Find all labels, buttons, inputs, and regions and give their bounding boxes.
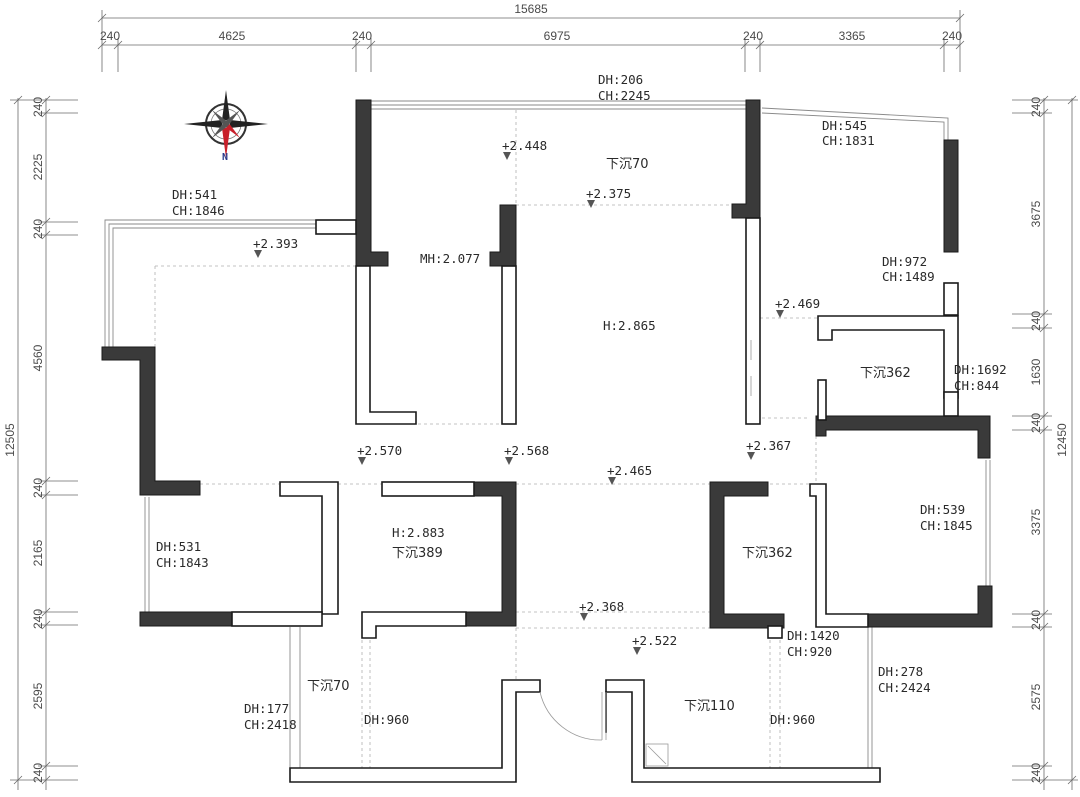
elevation-marker: +2.469 bbox=[775, 296, 820, 318]
elevation-marker: +2.448 bbox=[502, 138, 547, 160]
sunken-label-room: 下沉389 bbox=[392, 546, 443, 561]
ceiling-heights: H:2.865 H:2.883 bbox=[392, 318, 656, 540]
ceiling-height-living: H:2.865 bbox=[603, 318, 656, 333]
elevation-marker: +2.393 bbox=[253, 236, 298, 258]
dim-right-seg-2: 3675 bbox=[1029, 200, 1043, 227]
svg-text:+2.375: +2.375 bbox=[586, 186, 631, 201]
opening-ch-844: CH:844 bbox=[954, 378, 999, 393]
opening-ch-2245: CH:2245 bbox=[598, 88, 651, 103]
elevation-marker: +2.522 bbox=[632, 633, 677, 655]
right-dimensions: 12450 240 3675 240 1630 240 3375 240 257… bbox=[1012, 95, 1078, 790]
opening-dh-1692: DH:1692 bbox=[954, 362, 1007, 377]
sunken-labels: 下沉70 下沉362 下沉389 下沉362 下沉70 下沉110 bbox=[307, 157, 911, 714]
dim-top-seg-1: 240 bbox=[100, 29, 120, 43]
opening-ch-1845: CH:1845 bbox=[920, 518, 973, 533]
opening-ch-1843: CH:1843 bbox=[156, 555, 209, 570]
dim-left-seg-7: 240 bbox=[31, 609, 45, 629]
opening-labels: DH:206 CH:2245 DH:545 CH:1831 DH:541 CH:… bbox=[156, 72, 1007, 732]
dim-right-seg-9: 240 bbox=[1029, 763, 1043, 783]
dim-right-seg-8: 2575 bbox=[1029, 683, 1043, 710]
svg-text:+2.393: +2.393 bbox=[253, 236, 298, 251]
opening-ch-1846: CH:1846 bbox=[172, 203, 225, 218]
opening-dh-206: DH:206 bbox=[598, 72, 643, 87]
dim-right-seg-4: 1630 bbox=[1029, 358, 1043, 385]
opening-dh-972: DH:972 bbox=[882, 254, 927, 269]
sunken-label-bottom-kitchen: 下沉110 bbox=[684, 699, 735, 714]
dim-right-seg-5: 240 bbox=[1029, 413, 1043, 433]
elevation-marker: +2.568 bbox=[504, 443, 549, 465]
opening-ch-920: CH:920 bbox=[787, 644, 832, 659]
dim-left-seg-4: 4560 bbox=[31, 344, 45, 371]
opening-dh-545: DH:545 bbox=[822, 118, 867, 133]
sunken-label-top-balcony: 下沉70 bbox=[606, 157, 649, 172]
elevation-marker: +2.465 bbox=[607, 463, 652, 485]
opening-dh-541: DH:541 bbox=[172, 187, 217, 202]
door-swings bbox=[539, 340, 752, 767]
dim-top-seg-3: 240 bbox=[352, 29, 372, 43]
dim-top-seg-4: 6975 bbox=[544, 29, 571, 43]
opening-dh-177: DH:177 bbox=[244, 701, 289, 716]
dim-top-seg-7: 240 bbox=[942, 29, 962, 43]
dim-top-seg-5: 240 bbox=[743, 29, 763, 43]
ceiling-height-room: H:2.883 bbox=[392, 525, 445, 540]
sunken-label-mid-bath: 下沉362 bbox=[742, 546, 793, 561]
compass-north-label: N bbox=[222, 152, 228, 163]
dim-right-seg-7: 240 bbox=[1029, 610, 1043, 630]
dim-left-seg-8: 2595 bbox=[31, 682, 45, 709]
door-height-right: DH:960 bbox=[770, 712, 815, 727]
dim-left-seg-6: 2165 bbox=[31, 539, 45, 566]
dim-right-seg-1: 240 bbox=[1029, 97, 1043, 117]
opening-dh-539: DH:539 bbox=[920, 502, 965, 517]
dim-left-seg-9: 240 bbox=[31, 763, 45, 783]
opening-ch-1489: CH:1489 bbox=[882, 269, 935, 284]
svg-text:+2.465: +2.465 bbox=[607, 463, 652, 478]
opening-dh-1420: DH:1420 bbox=[787, 628, 840, 643]
sunken-label-bottom-left: 下沉70 bbox=[307, 679, 350, 694]
elevation-marker: +2.375 bbox=[586, 186, 631, 208]
opening-ch-2424: CH:2424 bbox=[878, 680, 931, 695]
opening-ch-2418: CH:2418 bbox=[244, 717, 297, 732]
svg-text:+2.522: +2.522 bbox=[632, 633, 677, 648]
structural-walls bbox=[101, 99, 993, 629]
dashed-lines bbox=[154, 110, 820, 768]
dim-right-total: 12450 bbox=[1055, 423, 1069, 457]
svg-text:+2.469: +2.469 bbox=[775, 296, 820, 311]
elevation-marker: +2.570 bbox=[357, 443, 402, 465]
dim-top-total: 15685 bbox=[514, 2, 548, 16]
elevation-marker: +2.367 bbox=[746, 438, 791, 460]
door-height-left: DH:960 bbox=[364, 712, 409, 727]
dim-top-seg-2: 4625 bbox=[219, 29, 246, 43]
svg-text:+2.570: +2.570 bbox=[357, 443, 402, 458]
dim-left-total: 12505 bbox=[3, 423, 17, 457]
svg-text:+2.368: +2.368 bbox=[579, 599, 624, 614]
dim-left-seg-3: 240 bbox=[31, 219, 45, 239]
dim-left-seg-5: 240 bbox=[31, 478, 45, 498]
opening-ch-1831: CH:1831 bbox=[822, 133, 875, 148]
elevation-markers: +2.448 +2.375 +2.393 +2.469 +2.570 +2.56… bbox=[253, 138, 820, 655]
opening-dh-531: DH:531 bbox=[156, 539, 201, 554]
dim-left-seg-1: 240 bbox=[31, 97, 45, 117]
dim-top-seg-6: 3365 bbox=[839, 29, 866, 43]
partition-walls bbox=[231, 217, 959, 783]
top-dimensions: 15685 240 4625 240 6975 240 3365 240 bbox=[97, 2, 965, 72]
elevation-marker: +2.368 bbox=[579, 599, 624, 621]
mh-label: MH:2.077 bbox=[420, 251, 480, 266]
compass-icon: N bbox=[184, 90, 268, 163]
sunken-label-right-bath: 下沉362 bbox=[860, 366, 911, 381]
exterior-outline bbox=[104, 100, 991, 768]
opening-dh-278: DH:278 bbox=[878, 664, 923, 679]
dim-right-seg-6: 3375 bbox=[1029, 508, 1043, 535]
left-dimensions: 12505 240 2225 240 4560 240 2165 240 259… bbox=[3, 95, 78, 790]
svg-text:+2.367: +2.367 bbox=[746, 438, 791, 453]
dim-right-seg-3: 240 bbox=[1029, 311, 1043, 331]
dim-left-seg-2: 2225 bbox=[31, 153, 45, 180]
svg-text:+2.448: +2.448 bbox=[502, 138, 547, 153]
svg-text:+2.568: +2.568 bbox=[504, 443, 549, 458]
